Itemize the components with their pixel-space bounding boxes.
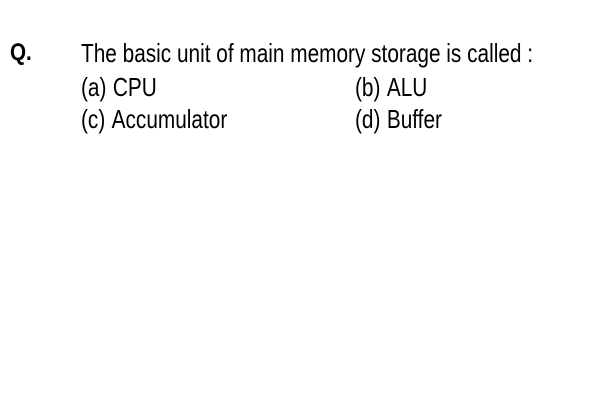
option-text: CPU <box>112 72 157 102</box>
question-text: The basic unit of main memory storage is… <box>81 38 534 68</box>
option-letter: (b) <box>355 72 381 102</box>
option-d: (d)Buffer <box>355 104 442 134</box>
option-letter: (a) <box>81 72 107 102</box>
option-letter: (d) <box>355 104 381 134</box>
option-text: Accumulator <box>111 104 228 134</box>
option-text: Buffer <box>386 104 442 134</box>
question-label: Q. <box>10 39 32 66</box>
option-text: ALU <box>386 72 428 102</box>
option-a: (a)CPU <box>81 72 157 102</box>
option-c: (c)Accumulator <box>81 104 227 134</box>
option-b: (b)ALU <box>355 72 427 102</box>
option-letter: (c) <box>81 104 106 134</box>
